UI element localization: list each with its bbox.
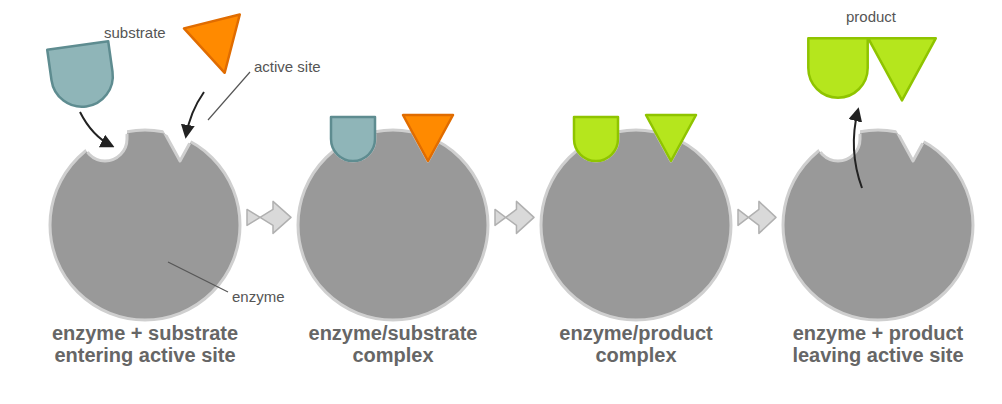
active-site-notch: [636, 97, 706, 161]
active-site-notch: [145, 97, 215, 161]
active-site-notch: [331, 99, 375, 161]
leader-line: [168, 262, 228, 292]
motion-arrow: [854, 110, 862, 188]
active-site-notch: [83, 99, 127, 161]
notch-edge: [574, 99, 618, 161]
substrate-piece: [47, 41, 117, 111]
product-piece: [574, 117, 618, 161]
active-site-notch: [878, 97, 948, 161]
product-piece: [646, 115, 696, 161]
enzyme-shape: [783, 97, 973, 320]
stage-caption: enzyme + substrate entering active site: [38, 322, 253, 366]
active-site-notch: [393, 97, 463, 161]
step-arrow: [247, 201, 291, 233]
stage-caption: enzyme + product leaving active site: [771, 322, 986, 366]
step-arrow: [495, 201, 534, 233]
notch-edge: [145, 97, 215, 161]
substrate-piece: [331, 117, 375, 161]
notch-edge: [636, 97, 706, 161]
part-label: active site: [254, 58, 321, 75]
enzyme-shape: [541, 97, 731, 320]
notch-edge: [878, 97, 948, 161]
part-label: product: [846, 8, 896, 25]
product-piece: [868, 38, 936, 100]
enzyme-stage: enzyme + product leaving active site: [783, 130, 973, 320]
substrate-piece: [403, 115, 453, 161]
motion-arrow: [80, 112, 112, 146]
active-site-notch: [574, 99, 618, 161]
motion-arrow: [186, 92, 204, 136]
enzyme-body: [50, 130, 240, 320]
enzyme-body: [298, 130, 488, 320]
enzyme-body: [783, 130, 973, 320]
substrate-piece: [184, 14, 253, 79]
enzyme-shape: [50, 97, 240, 320]
enzyme-body: [541, 130, 731, 320]
product-piece: [808, 38, 867, 97]
notch-edge: [393, 97, 463, 161]
leader-line: [208, 72, 250, 120]
notch-edge: [83, 99, 127, 161]
part-label: enzyme: [232, 288, 285, 305]
enzyme-stage: enzyme + substrate entering active site: [50, 130, 240, 320]
notch-edge: [331, 99, 375, 161]
part-label: substrate: [104, 24, 166, 41]
stage-caption: enzyme/product complex: [529, 322, 744, 366]
step-arrow: [738, 201, 776, 233]
enzyme-stage: enzyme/substrate complex: [298, 130, 488, 320]
enzyme-shape: [298, 97, 488, 320]
stage-caption: enzyme/substrate complex: [286, 322, 501, 366]
enzyme-stage: enzyme/product complex: [541, 130, 731, 320]
